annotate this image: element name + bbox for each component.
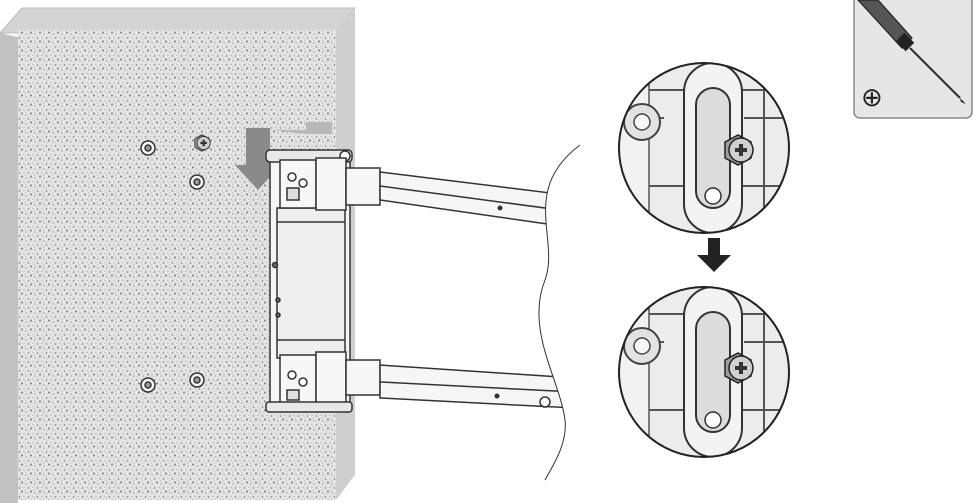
lower-hinge-bracket (265, 351, 353, 413)
upper-hinge-bracket (279, 157, 347, 211)
screwdriver-icon (857, 0, 966, 104)
upper-extension-arm (345, 167, 576, 229)
break-line-stroke (538, 144, 581, 481)
lower-extension-arm (345, 359, 576, 409)
phillips-symbol: ⊕ (861, 83, 883, 113)
detail-view-before (618, 62, 790, 234)
wall-anchor-holes (140, 140, 205, 393)
break-line (538, 145, 590, 480)
tool-panel: ⊕ (853, 0, 973, 119)
detail-view-after (618, 286, 790, 458)
step-arrow-icon (697, 238, 731, 272)
